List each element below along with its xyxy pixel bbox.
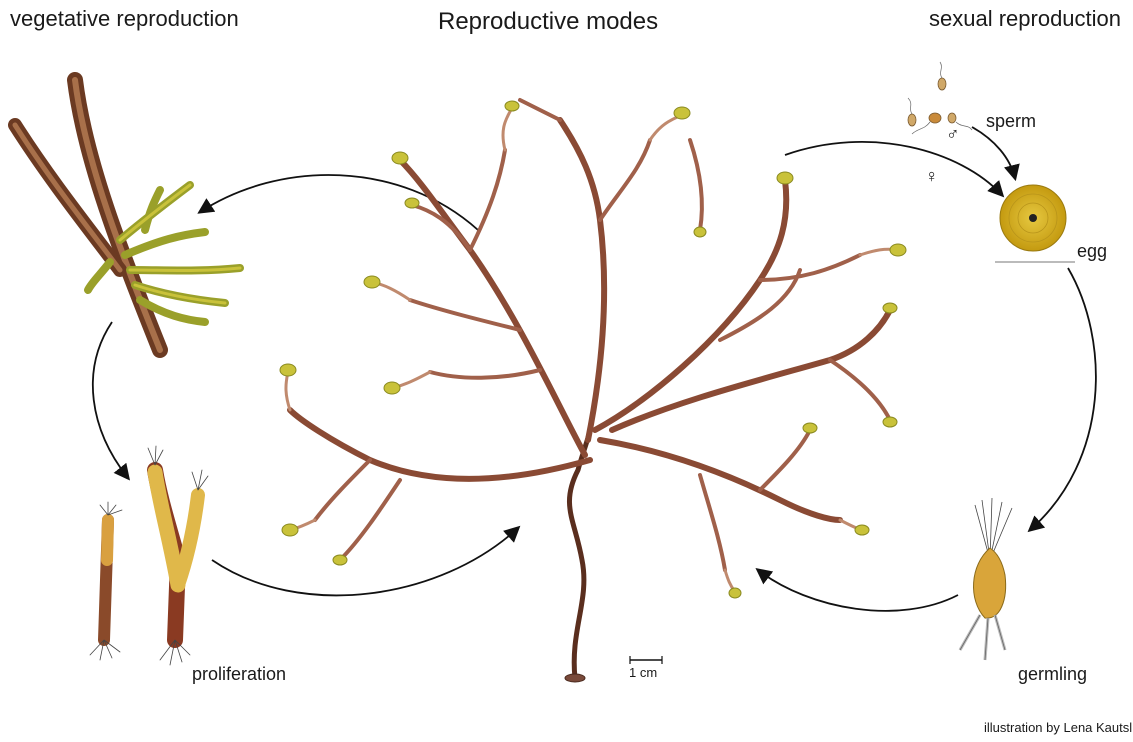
vegetative-branch-illustration [15, 80, 240, 350]
arrow-germling-to-thallus [758, 570, 958, 611]
arrow-egg-to-germling [1030, 268, 1096, 530]
germling-illustration [960, 498, 1012, 660]
holdfast [565, 674, 585, 682]
arrow-proliferation-to-thallus [212, 528, 518, 595]
arrow-thallus-to-egg [785, 142, 1002, 195]
arrow-sperm-to-egg [972, 127, 1015, 178]
arrow-vegetative-to-proliferation [93, 322, 128, 478]
thallus-illustration [280, 100, 906, 682]
egg-illustration [995, 185, 1075, 262]
proliferation-illustration [90, 446, 208, 665]
sperm-illustration [908, 62, 972, 134]
